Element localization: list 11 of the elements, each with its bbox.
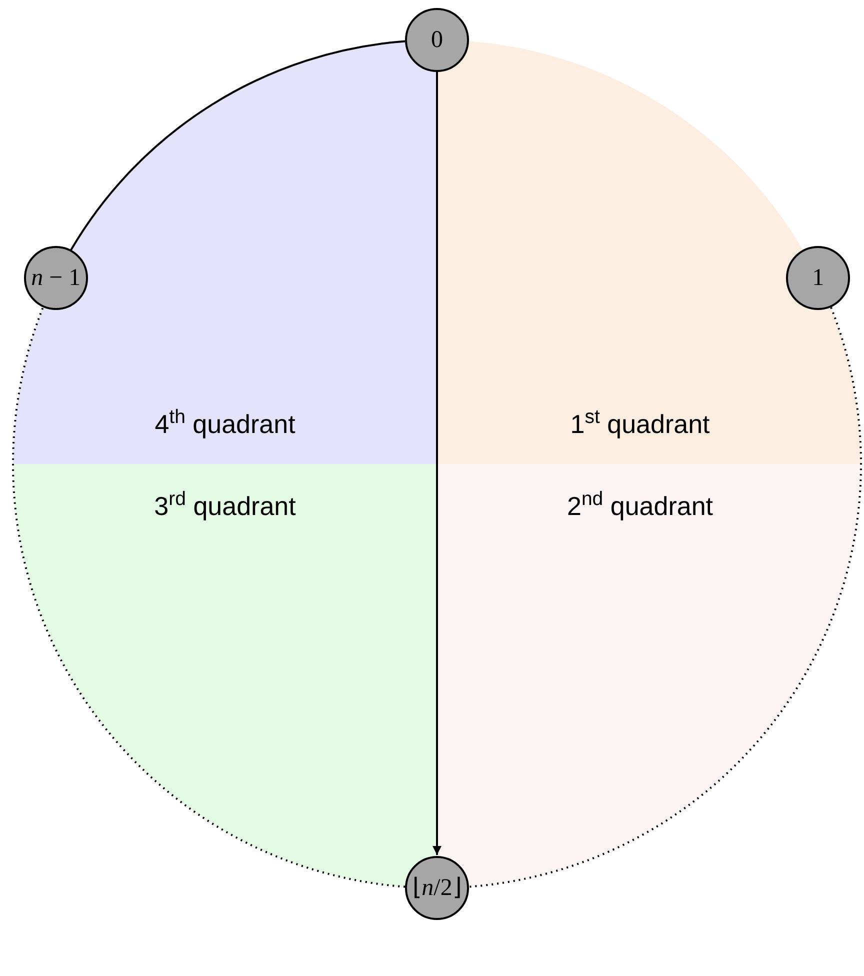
quadrant-label: 2$^{nd}$ quadrant (566, 493, 714, 519)
node-label: n − 1 (31, 266, 81, 290)
ring-arc (468, 307, 862, 888)
node-label: 1 (812, 266, 824, 290)
arrow (432, 72, 442, 855)
quadrant-label: 1$^{st}$ quadrant (570, 411, 710, 437)
node-label: 0 (431, 28, 443, 52)
quadrant-label: 3$^{rd}$ quadrant (154, 493, 296, 519)
ring-arc (70, 40, 406, 250)
quadrant-label: 4$^{th}$ quadrant (154, 411, 296, 437)
node-label: ⌊n/2⌋ (412, 876, 462, 900)
